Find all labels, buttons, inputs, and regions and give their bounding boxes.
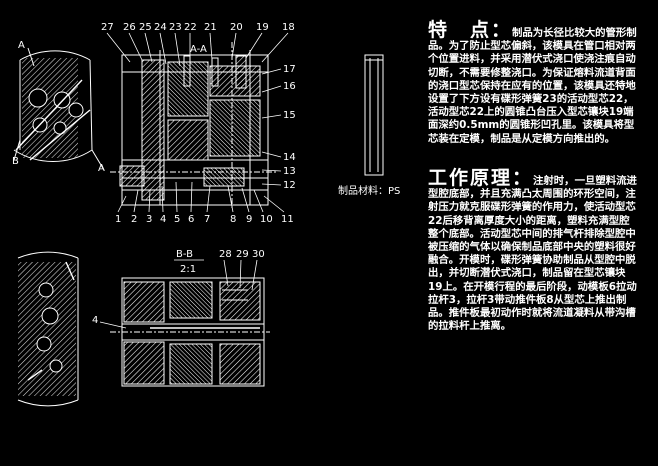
section-a-a: A-A bbox=[190, 44, 207, 55]
main-right-leaders bbox=[261, 68, 282, 186]
main-bottom-leaders bbox=[117, 181, 285, 213]
main-bottom-callouts: 1 2 3 4 5 6 7 8 9 10 11 bbox=[115, 214, 294, 225]
part-30: 30 bbox=[252, 249, 265, 260]
part-10: 10 bbox=[260, 214, 273, 225]
features-text: 制品为长径比较大的管形制品。为了防止型芯偏斜，该模具在管口相对两个位置进料，并采… bbox=[428, 27, 637, 145]
part-5: 5 bbox=[174, 214, 180, 225]
part-23: 23 bbox=[169, 22, 182, 33]
label-a-right: A bbox=[98, 163, 105, 174]
features-section: 特 点：制品为长径比较大的管形制品。为了防止型芯偏斜，该模具在管口相对两个位置进… bbox=[428, 21, 638, 146]
part-28: 28 bbox=[219, 249, 232, 260]
part-19: 19 bbox=[256, 22, 269, 33]
part-4-detail: 4 bbox=[92, 315, 98, 326]
part-2: 2 bbox=[131, 214, 137, 225]
principle-section: 工作原理：注射时，一旦塑料流进型腔底部，并且充满凸太周围的环形空间，注射压力就克… bbox=[428, 169, 638, 333]
part-15: 15 bbox=[283, 110, 296, 121]
part-11: 11 bbox=[281, 214, 294, 225]
side-view-top bbox=[13, 47, 105, 171]
part-16: 16 bbox=[283, 81, 296, 92]
part-29: 29 bbox=[236, 249, 249, 260]
part-13: 13 bbox=[283, 166, 296, 177]
main-top-leaders bbox=[106, 32, 289, 67]
part-26: 26 bbox=[123, 22, 136, 33]
part-7: 7 bbox=[204, 214, 210, 225]
part-17: 17 bbox=[283, 64, 296, 75]
part-25: 25 bbox=[139, 22, 152, 33]
side-view-bottom bbox=[17, 251, 79, 407]
main-section-view bbox=[110, 42, 276, 210]
principle-heading: 工作原理： bbox=[428, 167, 534, 189]
principle-text: 注射时，一旦塑料流进型腔底部，并且充满凸太周围的环形空间，注射压力就克服碟形弹簧… bbox=[428, 175, 637, 333]
part-1: 1 bbox=[115, 214, 121, 225]
features-heading: 特 点： bbox=[428, 19, 513, 41]
part-22: 22 bbox=[184, 22, 197, 33]
part-9: 9 bbox=[246, 214, 252, 225]
part-21: 21 bbox=[204, 22, 217, 33]
part-18: 18 bbox=[282, 22, 295, 33]
part-tube-view bbox=[364, 54, 384, 176]
detail-scale: 2:1 bbox=[180, 264, 196, 275]
part-6: 6 bbox=[188, 214, 194, 225]
part-14: 14 bbox=[283, 152, 296, 163]
part-3: 3 bbox=[146, 214, 152, 225]
part-24: 24 bbox=[154, 22, 167, 33]
detail-bb-view bbox=[110, 277, 270, 387]
part-20: 20 bbox=[230, 22, 243, 33]
detail-leaders bbox=[99, 259, 258, 329]
detail-title: B-B bbox=[176, 249, 193, 260]
part-material-label: 制品材料：PS bbox=[338, 186, 401, 197]
label-a-top: A bbox=[18, 40, 25, 51]
part-12: 12 bbox=[283, 180, 296, 191]
part-8: 8 bbox=[230, 214, 236, 225]
main-top-callouts: 27 26 25 24 23 22 21 20 19 18 bbox=[101, 22, 295, 33]
main-right-callouts: 17 16 15 14 13 12 bbox=[283, 64, 296, 191]
label-b: B bbox=[12, 156, 19, 167]
part-4: 4 bbox=[160, 214, 166, 225]
part-27: 27 bbox=[101, 22, 114, 33]
